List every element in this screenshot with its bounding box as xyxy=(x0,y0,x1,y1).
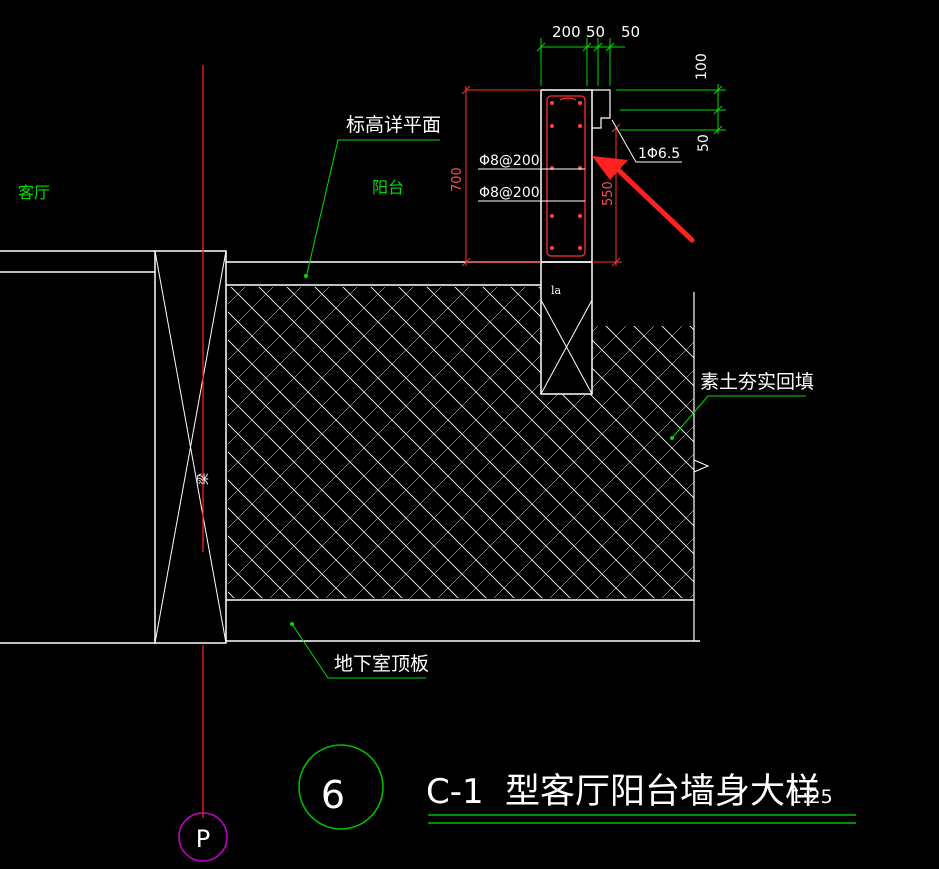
living-room-slab xyxy=(0,250,155,644)
backfill-hatch xyxy=(228,287,694,598)
detail-number: 6 xyxy=(321,773,345,817)
basement-roof-slab xyxy=(226,292,700,642)
annotation-arrow[interactable] xyxy=(592,156,695,243)
upturned-beam xyxy=(540,261,593,395)
parapet-wall xyxy=(540,89,611,263)
dim-top-200: 200 xyxy=(552,23,581,41)
dim-right-50: 50 xyxy=(696,134,712,152)
break-symbol xyxy=(693,459,710,473)
grid-axis-label: P xyxy=(196,825,210,853)
detail-title: 型客厅阳台墙身大样 xyxy=(505,772,820,812)
dim-top-50b: 50 xyxy=(621,23,640,41)
balcony-label: 阳台 xyxy=(372,178,404,197)
rebar-leaders xyxy=(478,168,585,202)
la-label: la xyxy=(551,284,562,297)
living-room-label: 客厅 xyxy=(18,183,50,202)
detail-scale: 1:25 xyxy=(790,786,833,808)
beam-label: 梁 xyxy=(195,473,210,485)
tie-bar-label: 1Φ6.5 xyxy=(638,146,680,162)
rebar-label-2: Φ8@200 xyxy=(479,185,540,201)
basement-roof-label: 地下室顶板 xyxy=(334,653,429,675)
beam-column xyxy=(154,250,227,644)
tie-bar-leader xyxy=(611,119,682,163)
dim-height-550: 550 xyxy=(601,181,616,206)
detail-title-block: 6 C-1 型客厅阳台墙身大样 1:25 xyxy=(298,744,856,830)
dim-right-100: 100 xyxy=(694,53,710,80)
dim-top-50a: 50 xyxy=(586,23,605,41)
top-dimensions xyxy=(536,38,625,86)
backfill-label: 素土夯实回填 xyxy=(700,371,814,393)
elevation-plan-label: 标高详平面 xyxy=(346,114,441,136)
leader-lines xyxy=(290,139,806,679)
dim-height-700: 700 xyxy=(450,167,465,192)
rebar-dots xyxy=(550,101,582,250)
rebar-label-1: Φ8@200 xyxy=(479,153,540,169)
detail-type-code: C-1 xyxy=(426,772,484,812)
height-dimension-700 xyxy=(461,85,622,267)
grid-bubble[interactable]: P xyxy=(178,812,228,862)
balcony-slab xyxy=(226,261,541,286)
right-dimensions xyxy=(616,84,726,135)
